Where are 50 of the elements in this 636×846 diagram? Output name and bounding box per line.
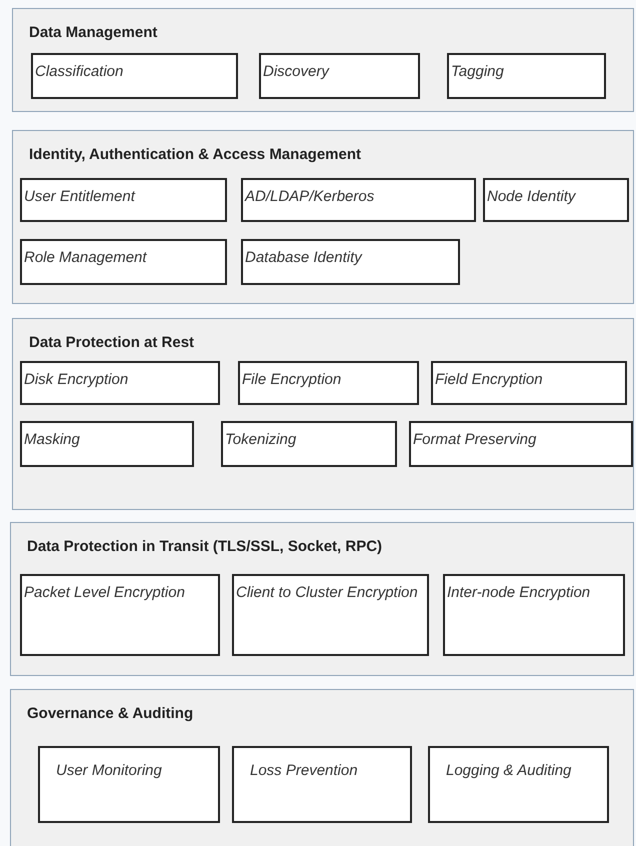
item-box — [259, 53, 420, 99]
item-label: User Monitoring — [56, 762, 162, 779]
section-panel — [10, 522, 634, 676]
section-panel — [12, 318, 634, 510]
item-label: Loss Prevention — [250, 762, 358, 779]
item-box — [447, 53, 606, 99]
section-panel — [10, 689, 634, 846]
item-label: Classification — [35, 63, 124, 80]
section-heading: Identity, Authentication & Access Management — [29, 145, 361, 165]
item-label: Field Encryption — [435, 371, 543, 388]
item-box — [20, 421, 194, 467]
item-box — [232, 746, 412, 823]
item-box — [443, 574, 625, 656]
item-label: User Entitlement — [24, 188, 135, 205]
item-label: File Encryption — [242, 371, 342, 388]
item-box — [428, 746, 609, 823]
item-box — [20, 361, 220, 405]
item-box — [241, 178, 476, 222]
section-panel — [12, 8, 634, 112]
item-box — [241, 239, 460, 285]
item-box — [238, 361, 419, 405]
item-label: Tagging — [451, 63, 504, 80]
item-box — [232, 574, 429, 656]
item-label: Discovery — [263, 63, 329, 80]
item-box — [38, 746, 220, 823]
section-heading: Data Protection in Transit (TLS/SSL, Socket, RPC) — [27, 537, 382, 557]
item-label: Node Identity — [487, 188, 576, 205]
item-label: Logging & Auditing — [446, 762, 572, 779]
item-box — [431, 361, 627, 405]
item-box — [20, 239, 227, 285]
item-label: Packet Level Encryption — [24, 584, 185, 601]
item-label: Inter-node Encryption — [447, 584, 590, 601]
item-box — [409, 421, 633, 467]
section-heading: Governance & Auditing — [27, 704, 194, 724]
item-box — [31, 53, 238, 99]
item-label: Tokenizing — [225, 431, 296, 448]
section-panel — [12, 130, 634, 304]
item-label: Client to Cluster Encryption — [236, 584, 418, 601]
item-label: Format Preserving — [413, 431, 536, 448]
section-heading: Data Management — [29, 23, 158, 43]
item-label: Role Management — [24, 249, 147, 266]
item-box — [20, 178, 227, 222]
item-label: AD/LDAP/Kerberos — [245, 188, 374, 205]
item-label: Masking — [24, 431, 80, 448]
item-box — [221, 421, 397, 467]
item-label: Disk Encryption — [24, 371, 128, 388]
item-box — [20, 574, 220, 656]
section-heading: Data Protection at Rest — [29, 333, 194, 353]
item-box — [483, 178, 629, 222]
item-label: Database Identity — [245, 249, 362, 266]
